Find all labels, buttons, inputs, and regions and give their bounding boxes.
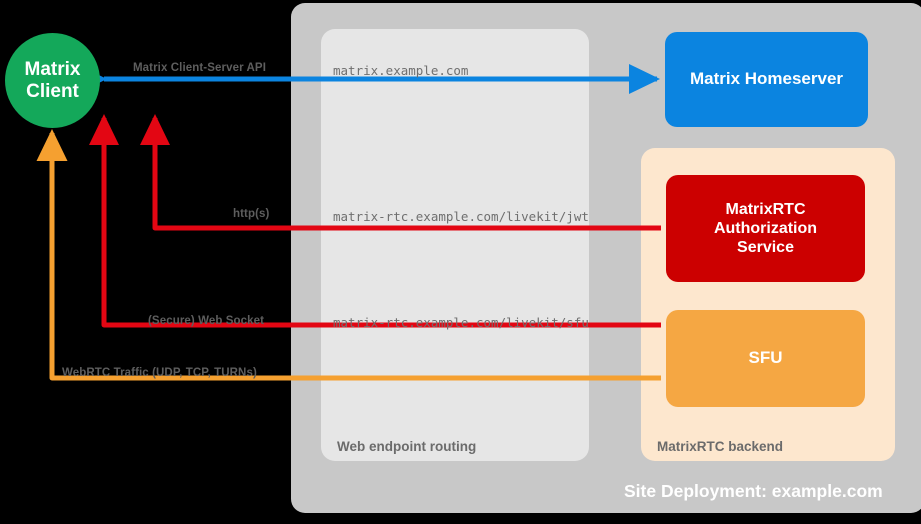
url-livekit-sfu: matrix-rtc.example.com/livekit/sfu <box>333 315 589 330</box>
authorization-service-label-line2: Authorization <box>713 219 818 237</box>
matrix-client-label-line1: Matrix <box>24 58 81 80</box>
edge-label-webrtc-media: WebRTC Traffic (UDP, TCP, TURNs) <box>62 367 257 379</box>
edge-sfu-websocket <box>88 114 661 328</box>
matrixrtc-backend-caption: MatrixRTC backend <box>657 439 784 454</box>
edge-label-jwt-http: http(s) <box>233 208 270 220</box>
site-deployment-label: Site Deployment: example.com <box>624 481 883 501</box>
edge-webrtc-media <box>36 128 661 381</box>
authorization-service-label-line3: Service <box>737 239 794 257</box>
edge-label-sfu-websocket: (Secure) Web Socket <box>148 315 265 327</box>
sfu-label: SFU <box>748 348 783 368</box>
edge-label-client-server-api: Matrix Client-Server API <box>133 62 266 74</box>
url-matrix-example-com: matrix.example.com <box>333 63 469 78</box>
node-matrixrtc-authorization-service[interactable]: MatrixRTC Authorization Service <box>666 175 865 282</box>
web-endpoint-routing-caption: Web endpoint routing <box>337 439 477 454</box>
node-matrix-homeserver[interactable]: Matrix Homeserver <box>665 32 868 127</box>
matrix-client-label-line2: Client <box>26 80 79 102</box>
matrix-homeserver-label: Matrix Homeserver <box>689 69 844 89</box>
web-endpoint-routing-box <box>321 29 589 461</box>
authorization-service-label-line1: MatrixRTC <box>725 200 806 218</box>
node-matrix-client[interactable]: Matrix Client <box>5 33 100 128</box>
edge-jwt-http <box>139 114 661 231</box>
node-sfu[interactable]: SFU <box>666 310 865 407</box>
url-livekit-jwt: matrix-rtc.example.com/livekit/jwt <box>333 209 589 224</box>
